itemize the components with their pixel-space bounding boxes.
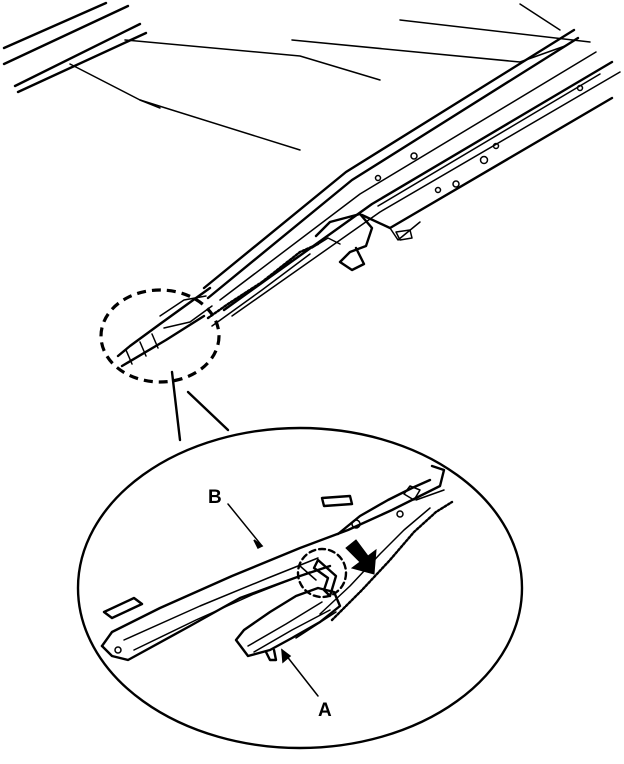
joint-highlight-circle [296, 547, 348, 599]
roof-frame-overview [2, 1, 621, 368]
magnified-detail-parts [100, 464, 454, 662]
callout-b-label: B [208, 487, 222, 508]
callout-a-label: A [318, 700, 332, 721]
magnification-leader [170, 370, 230, 442]
callout-a: A [281, 648, 332, 721]
magnified-detail-ellipse [76, 426, 524, 750]
down-right-arrow-icon [345, 539, 377, 575]
detail-highlight-circle [99, 288, 221, 384]
callout-b: B [208, 487, 264, 550]
